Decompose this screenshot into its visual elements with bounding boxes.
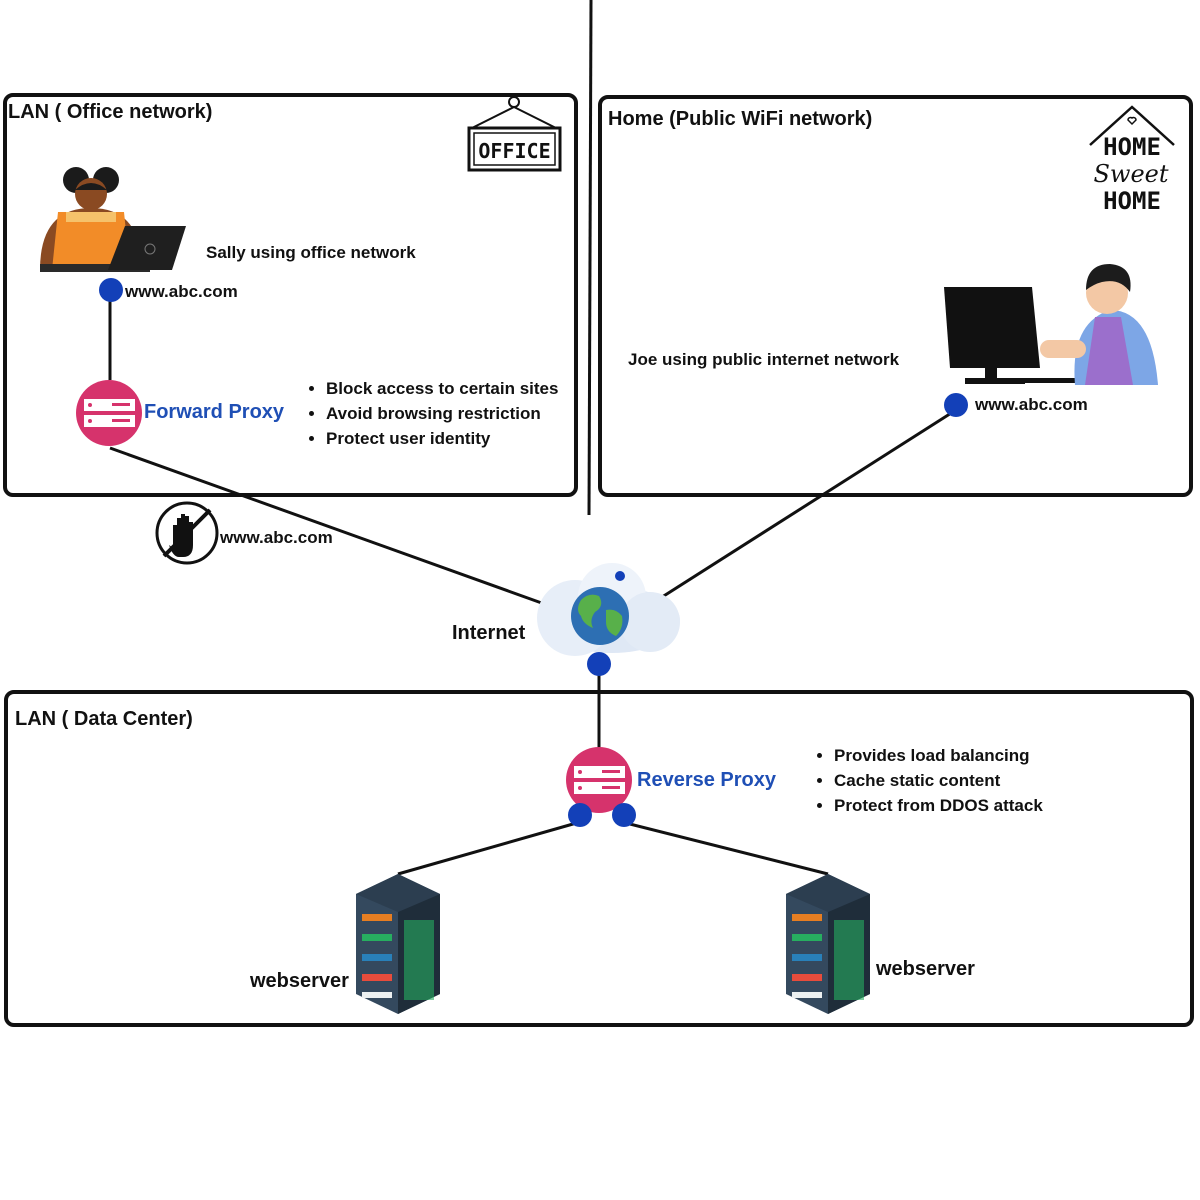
reverse-proxy-icon <box>566 747 632 813</box>
forward-proxy-feature: Protect user identity <box>326 429 558 448</box>
forward-proxy-feature-list: Block access to certain sites Avoid brow… <box>304 379 558 454</box>
office-lan-title: LAN ( Office network) <box>8 101 213 123</box>
home-sign-line-2: Sweet <box>1093 160 1168 188</box>
node-joe <box>944 393 968 417</box>
node-reverse-proxy-right <box>612 803 636 827</box>
node-internet <box>587 652 611 676</box>
reverse-proxy-feature-list: Provides load balancing Cache static con… <box>812 746 1043 821</box>
home-network-title: Home (Public WiFi network) <box>608 108 873 130</box>
forward-proxy-icon <box>76 380 142 446</box>
node-reverse-proxy-left <box>568 803 592 827</box>
joe-url: www.abc.com <box>975 395 1088 414</box>
home-network-box <box>598 95 1193 497</box>
office-lan-box <box>3 93 578 497</box>
sally-illustration <box>40 167 186 272</box>
internet-cloud-icon <box>537 563 680 656</box>
webserver-right-label: webserver <box>876 958 975 980</box>
link-reverse-proxy-server-left <box>397 820 581 876</box>
link-forward-proxy-internet <box>109 446 551 608</box>
webserver-left-icon <box>356 874 440 1014</box>
sally-url: www.abc.com <box>125 282 238 301</box>
forward-proxy-label: Forward Proxy <box>144 401 285 423</box>
home-sign-line-3: HOME <box>1103 187 1161 215</box>
blocked-url: www.abc.com <box>220 528 333 547</box>
datacenter-lan-title: LAN ( Data Center) <box>15 708 193 730</box>
forward-proxy-feature: Block access to certain sites <box>326 379 558 398</box>
link-joe-internet <box>647 408 957 608</box>
office-sign-icon: OFFICE <box>467 96 562 172</box>
home-sign-line-1: HOME <box>1103 133 1161 161</box>
office-sign-text: OFFICE <box>478 139 550 163</box>
forward-proxy-feature: Avoid browsing restriction <box>326 404 558 423</box>
reverse-proxy-feature: Provides load balancing <box>834 746 1043 765</box>
reverse-proxy-feature: Cache static content <box>834 771 1043 790</box>
reverse-proxy-label: Reverse Proxy <box>637 769 776 791</box>
joe-caption: Joe using public internet network <box>628 350 900 369</box>
node-sally <box>99 278 123 302</box>
divider-line <box>587 0 593 516</box>
joe-illustration <box>944 264 1158 385</box>
sally-caption: Sally using office network <box>206 243 416 262</box>
webserver-right-icon <box>786 874 870 1014</box>
internet-label: Internet <box>452 622 526 644</box>
blocked-hand-icon <box>155 501 219 565</box>
home-sweet-home-icon: HOME Sweet HOME <box>1089 105 1175 215</box>
link-reverse-proxy-server-right <box>621 820 829 876</box>
webserver-left-label: webserver <box>250 970 349 992</box>
reverse-proxy-feature: Protect from DDOS attack <box>834 796 1043 815</box>
